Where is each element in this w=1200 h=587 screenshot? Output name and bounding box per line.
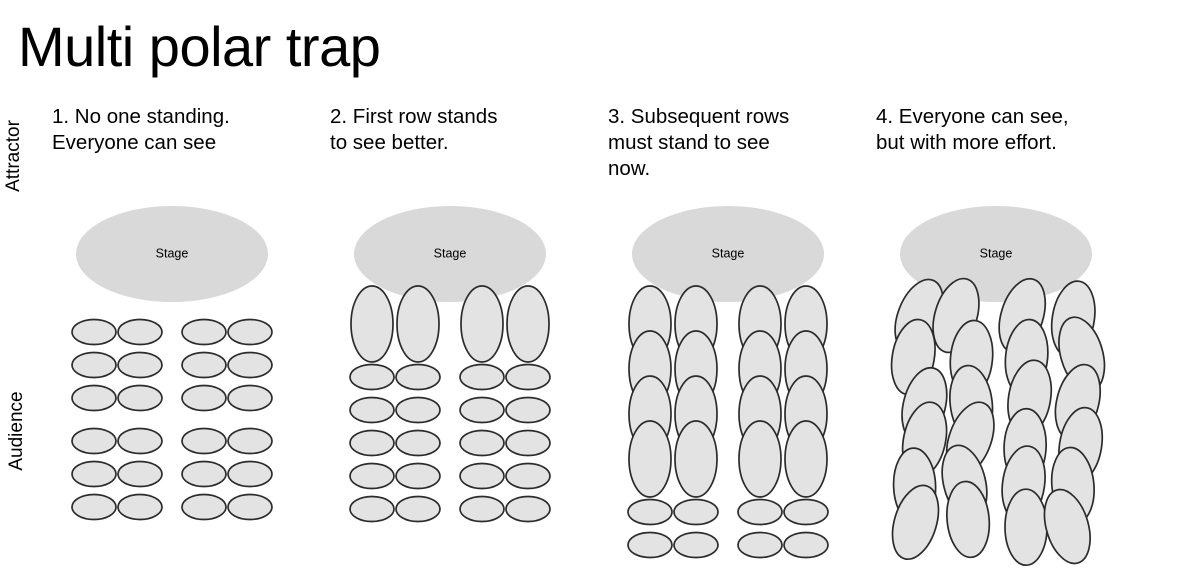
audience-person-seated (505, 462, 551, 490)
audience-person-seated (71, 460, 117, 488)
panel-caption-3: 3. Subsequent rows must stand to see now… (608, 105, 790, 181)
audience-person-standing (628, 420, 672, 498)
audience-person-seated (349, 429, 395, 457)
panel-step-2: 2. First row stands to see better. Stage (330, 104, 602, 544)
audience-person-seated (783, 531, 829, 559)
audience-person-standing (1043, 488, 1091, 565)
audience-person-seated (181, 427, 227, 455)
audience-person-seated (505, 429, 551, 457)
audience-person-seated (395, 462, 441, 490)
panel-caption-4: 4. Everyone can see, but with more effor… (876, 105, 1069, 155)
audience-person-seated (627, 531, 673, 559)
audience-person-standing (946, 480, 991, 559)
audience-person-seated (673, 498, 719, 526)
panel-caption-1: 1. No one standing. Everyone can see (52, 105, 230, 155)
audience-person-standing (396, 285, 440, 363)
audience-person-seated (737, 531, 783, 559)
audience-person-seated (349, 363, 395, 391)
panel-figure-4: Stage (876, 196, 1148, 567)
stage-ellipse (76, 206, 268, 302)
audience-person-seated (459, 495, 505, 523)
panel-step-1: 1. No one standing. Everyone can see Sta… (52, 104, 324, 544)
audience-person-seated (505, 363, 551, 391)
audience-person-seated (395, 363, 441, 391)
audience-person-seated (227, 351, 273, 379)
seating-diagram-4: Stage (890, 206, 1106, 567)
audience-person-standing (784, 420, 828, 498)
audience-person-seated (627, 498, 673, 526)
audience-person-standing (738, 420, 782, 498)
audience-person-seated (71, 493, 117, 521)
audience-person-seated (181, 318, 227, 346)
audience-person-seated (227, 460, 273, 488)
audience-person-seated (71, 427, 117, 455)
audience-person-seated (181, 493, 227, 521)
audience-person-seated (71, 351, 117, 379)
audience-person-seated (117, 318, 163, 346)
audience-person-seated (117, 427, 163, 455)
seating-diagram-3: Stage (627, 206, 829, 559)
audience-group-3 (627, 285, 829, 559)
audience-person-standing (1004, 488, 1048, 567)
audience-person-standing (350, 285, 394, 363)
audience-person-seated (505, 396, 551, 424)
audience-person-seated (181, 460, 227, 488)
stage-group-2: Stage (354, 206, 546, 302)
audience-person-seated (181, 351, 227, 379)
audience-group-4 (890, 277, 1106, 567)
axis-label-attractor: Attractor (3, 120, 24, 192)
audience-person-seated (459, 396, 505, 424)
audience-person-seated (783, 498, 829, 526)
axis-label-audience: Audience (6, 391, 27, 471)
audience-person-seated (395, 495, 441, 523)
audience-person-seated (395, 396, 441, 424)
stage-label: Stage (156, 246, 189, 260)
audience-person-standing (674, 420, 718, 498)
audience-person-seated (737, 498, 783, 526)
audience-person-seated (459, 363, 505, 391)
audience-person-seated (459, 429, 505, 457)
audience-person-seated (349, 396, 395, 424)
audience-group-2 (349, 285, 551, 523)
stage-group-4: Stage (900, 206, 1092, 302)
panel-caption-2: 2. First row stands to see better. (330, 105, 498, 155)
stage-group-1: Stage (76, 206, 268, 302)
audience-person-seated (349, 495, 395, 523)
audience-group-1 (71, 318, 273, 521)
stage-ellipse (632, 206, 824, 302)
seating-diagram-2: Stage (349, 206, 551, 523)
stage-label: Stage (434, 246, 467, 260)
audience-person-seated (71, 318, 117, 346)
stage-ellipse (900, 206, 1092, 302)
audience-person-seated (227, 493, 273, 521)
audience-person-seated (505, 495, 551, 523)
audience-person-seated (227, 427, 273, 455)
panel-step-4: 4. Everyone can see, but with more effor… (876, 104, 1148, 567)
stage-label: Stage (980, 246, 1013, 260)
audience-person-seated (227, 384, 273, 412)
audience-person-seated (117, 460, 163, 488)
stage-label: Stage (712, 246, 745, 260)
audience-person-standing (506, 285, 550, 363)
audience-person-seated (459, 462, 505, 490)
seating-diagram-1: Stage (71, 206, 273, 521)
audience-person-seated (71, 384, 117, 412)
audience-person-seated (673, 531, 719, 559)
audience-person-standing (460, 285, 504, 363)
panel-figure-2: Stage (330, 196, 602, 544)
stage-group-3: Stage (632, 206, 824, 302)
audience-person-seated (117, 351, 163, 379)
audience-person-seated (395, 429, 441, 457)
page-title: Multi polar trap (18, 15, 381, 78)
audience-person-seated (117, 493, 163, 521)
audience-person-seated (117, 384, 163, 412)
panel-figure-1: Stage (52, 196, 324, 544)
audience-person-seated (349, 462, 395, 490)
audience-person-seated (227, 318, 273, 346)
audience-person-seated (181, 384, 227, 412)
panel-step-3: 3. Subsequent rows must stand to see now… (608, 104, 880, 559)
audience-person-standing (891, 484, 940, 561)
panel-figure-3: Stage (608, 196, 880, 559)
stage-ellipse (354, 206, 546, 302)
